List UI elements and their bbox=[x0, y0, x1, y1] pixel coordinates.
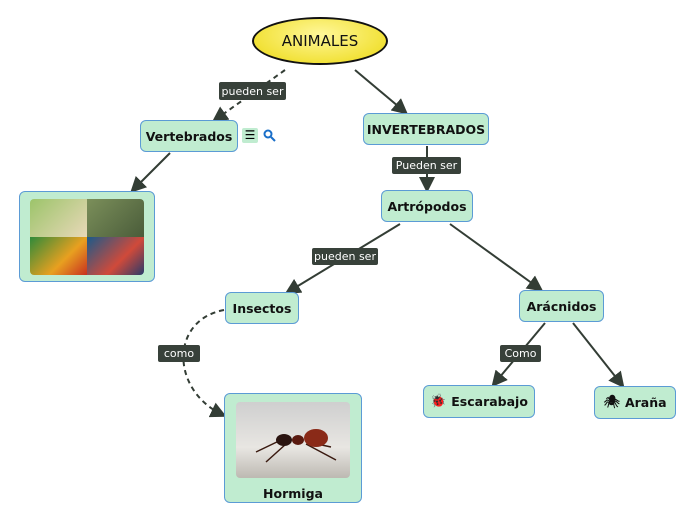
link-vertebrados-image bbox=[130, 152, 171, 193]
menu-icon[interactable]: ☰ bbox=[242, 128, 258, 143]
vertebrates-image bbox=[30, 198, 144, 275]
root-node-animales[interactable]: ANIMALES bbox=[252, 17, 388, 65]
node-artropodos[interactable]: Artrópodos bbox=[381, 190, 473, 222]
ant-image bbox=[236, 402, 350, 478]
node-invertebrados[interactable]: INVERTEBRADOS bbox=[363, 113, 489, 145]
link-label-pueden-ser: pueden ser bbox=[219, 82, 286, 100]
escarabajo-label: Escarabajo bbox=[451, 394, 528, 409]
link-insectos-hormiga bbox=[182, 309, 227, 418]
spider-icon: 🕷 bbox=[603, 395, 620, 410]
node-escarabajo[interactable]: 🐞 Escarabajo bbox=[423, 385, 535, 418]
link-label-pueden-ser-3: pueden ser bbox=[312, 248, 378, 265]
node-vertebrados[interactable]: Vertebrados bbox=[140, 120, 238, 152]
ladybug-icon: 🐞 bbox=[430, 394, 447, 409]
root-label: ANIMALES bbox=[281, 32, 359, 50]
hormiga-label: Hormiga bbox=[263, 486, 323, 501]
arana-label: Araña bbox=[624, 395, 667, 410]
link-root-invertebrados bbox=[354, 69, 409, 115]
node-arana[interactable]: 🕷 Araña bbox=[594, 386, 676, 419]
node-vertebrados-image[interactable] bbox=[19, 191, 155, 282]
node-hormiga[interactable]: Hormiga bbox=[224, 393, 362, 503]
node-insectos[interactable]: Insectos bbox=[225, 292, 299, 324]
link-label-como: como bbox=[158, 345, 200, 362]
link-label-como-2: Como bbox=[500, 345, 541, 362]
link-artropodos-aracnidos bbox=[449, 223, 544, 292]
search-icon[interactable] bbox=[263, 129, 276, 142]
node-aracnidos[interactable]: Arácnidos bbox=[519, 290, 604, 322]
link-aracnidos-arana bbox=[572, 322, 625, 389]
link-label-pueden-ser-2: Pueden ser bbox=[392, 157, 461, 174]
